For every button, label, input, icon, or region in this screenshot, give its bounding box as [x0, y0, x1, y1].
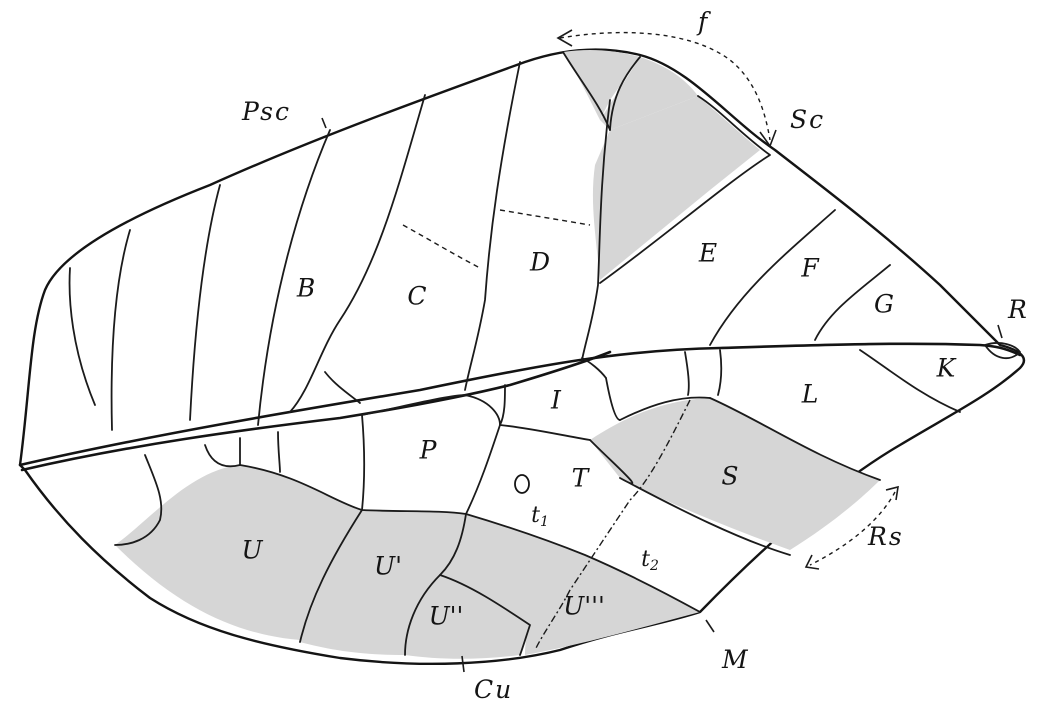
cell-label-u1: U' [374, 552, 402, 581]
cell-label-u3: U''' [563, 592, 605, 621]
cell-label-k: K [936, 354, 957, 383]
cell-label-t2-sub: 2 [649, 558, 659, 574]
cell-label-b: B [296, 274, 315, 303]
tick-psc [322, 118, 326, 128]
label-psc: Psc [241, 97, 291, 126]
tick-r [998, 325, 1002, 338]
cell-label-t1-main: t [531, 503, 540, 528]
cell-label-p: P [419, 436, 438, 465]
label-rs: Rs [867, 522, 904, 551]
cell-label-t2-main: t [641, 547, 650, 572]
cell-label-t: T [572, 464, 591, 493]
cell-label-f: F [800, 254, 820, 283]
cell-label-g: G [874, 290, 894, 319]
label-f: f [696, 7, 711, 36]
label-sc: Sc [790, 105, 825, 134]
arrow-rs-head-top [886, 487, 898, 500]
cell-label-l: L [801, 380, 819, 409]
cell-label-i: I [550, 386, 562, 415]
tick-m [706, 620, 714, 632]
cell-label-t1-sub: 1 [540, 514, 549, 530]
cell-label-u: U [241, 536, 263, 565]
cell-label-s: S [721, 462, 738, 491]
cell-label-c: C [407, 282, 426, 311]
label-m: M [721, 645, 750, 674]
cell-label-d: D [529, 248, 550, 277]
cell-label-e: E [698, 239, 717, 268]
cell-label-u2: U'' [429, 602, 464, 631]
label-cu: Cu [474, 675, 513, 703]
label-r: R [1007, 295, 1029, 324]
